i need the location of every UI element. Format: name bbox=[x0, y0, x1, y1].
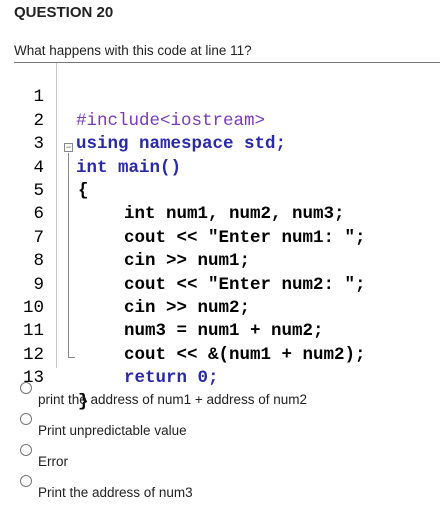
question-title: QUESTION 20 bbox=[14, 4, 114, 21]
radio-button[interactable] bbox=[20, 382, 32, 394]
line-number: 9 bbox=[33, 274, 44, 295]
code-text: } bbox=[78, 391, 89, 412]
line-number: 3 bbox=[33, 134, 44, 155]
code-text: num3 = num1 + num2; bbox=[124, 321, 324, 342]
line-number: 8 bbox=[33, 251, 44, 272]
code-text: int num1, num2, num3; bbox=[124, 204, 345, 225]
code-text: using namespace std; bbox=[76, 134, 287, 155]
question-text: What happens with this code at line 11? bbox=[14, 43, 252, 58]
code-line-4: 4 { bbox=[14, 133, 440, 201]
code-text: cout << &(num1 + num2); bbox=[124, 344, 366, 365]
code-text: cin >> num1; bbox=[124, 251, 251, 272]
code-text: cout << "Enter num2: "; bbox=[124, 274, 366, 295]
line-number: 7 bbox=[33, 227, 44, 248]
code-text: int main() bbox=[76, 157, 182, 178]
code-line-10: 10 num3 = num1 + num2; bbox=[14, 274, 440, 341]
code-text: return 0; bbox=[124, 368, 219, 389]
line-number: 2 bbox=[33, 110, 44, 131]
fold-collapse-icon[interactable]: − bbox=[64, 142, 73, 152]
line-number: 12 bbox=[22, 344, 44, 365]
code-line-9: 9 cin >> num2; bbox=[14, 250, 440, 318]
code-text: { bbox=[78, 180, 89, 201]
line-number: 10 bbox=[22, 297, 44, 318]
code-line-11: 11 cout << &(num1 + num2); bbox=[14, 297, 440, 364]
radio-button[interactable] bbox=[20, 413, 32, 425]
code-line-13: 13 } bbox=[14, 344, 440, 411]
fold-guide bbox=[68, 153, 69, 358]
code-text: cin >> num2; bbox=[124, 297, 251, 318]
code-line-8: 8 cout << "Enter num2: "; bbox=[14, 227, 440, 294]
code-text: #include<iostream> bbox=[76, 110, 266, 131]
answer-label[interactable]: Error bbox=[38, 454, 68, 469]
code-text: cout << "Enter num1: "; bbox=[124, 227, 366, 248]
answer-label[interactable]: Print unpredictable value bbox=[38, 423, 187, 438]
code-line-5: 5 int num1, num2, num3; bbox=[14, 157, 440, 224]
line-number: 1 bbox=[33, 87, 44, 108]
code-line-12: 12 return 0; bbox=[14, 320, 440, 388]
code-line-6: 6 cout << "Enter num1: "; bbox=[14, 180, 440, 247]
line-number: 5 bbox=[33, 180, 44, 201]
code-line-7: 7 cin >> num1; bbox=[14, 203, 440, 271]
line-number: 4 bbox=[33, 157, 44, 178]
line-number: 6 bbox=[33, 204, 44, 225]
code-line-2: 2 using namespace std; bbox=[14, 86, 440, 154]
code-line-1: 1 #include<iostream> bbox=[14, 63, 440, 130]
answer-label[interactable]: print the address of num1 + address of n… bbox=[38, 392, 308, 407]
radio-button[interactable] bbox=[20, 444, 32, 456]
radio-button[interactable] bbox=[20, 475, 32, 487]
answer-label[interactable]: Print the address of num3 bbox=[38, 485, 193, 500]
code-block: − 1 #include<iostream> 2 using namespace… bbox=[14, 62, 440, 412]
gutter-divider bbox=[56, 63, 57, 368]
line-number: 11 bbox=[22, 321, 44, 342]
code-line-3: 3 int main() bbox=[14, 110, 440, 177]
fold-end-marker bbox=[68, 357, 75, 358]
